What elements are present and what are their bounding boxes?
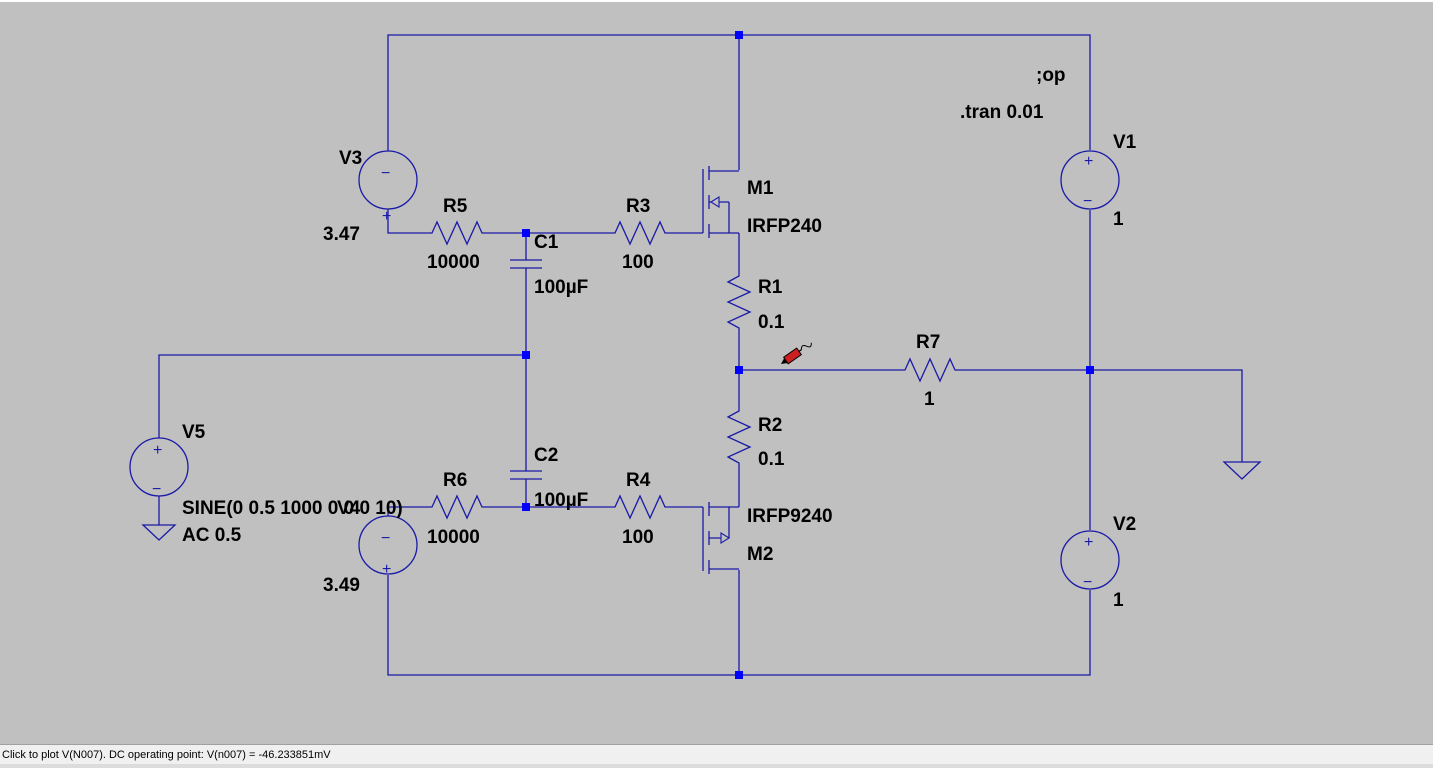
R6-name-label: R6 <box>443 470 467 491</box>
horizontal-scrollbar[interactable] <box>0 764 1433 768</box>
R7-name-label: R7 <box>916 332 940 353</box>
junctions <box>522 31 1094 679</box>
M1-model-label: IRFP240 <box>747 216 822 237</box>
M2-model-label: IRFP9240 <box>747 506 833 527</box>
C1-name-label: C1 <box>534 232 559 253</box>
plus-icon: + <box>382 208 391 225</box>
V3-name-label: V3 <box>339 148 362 169</box>
M1-name-label: M1 <box>747 178 774 199</box>
capacitor-C1[interactable]: C1 100µF <box>510 232 588 298</box>
R5-name-label: R5 <box>443 196 468 217</box>
wires[interactable] <box>158 34 1243 676</box>
plus-icon: + <box>1084 153 1093 170</box>
schematic-drawing[interactable]: R5 10000 R3 100 R6 10000 R4 100 R1 0.1 R… <box>0 0 1433 746</box>
source-V1[interactable]: + − V1 1 <box>1060 132 1137 230</box>
status-message: Click to plot V(N007). DC operating poin… <box>2 749 331 761</box>
R2-value-label: 0.1 <box>758 449 785 470</box>
resistor-R4[interactable]: R4 100 <box>610 470 670 548</box>
R5-value-label: 10000 <box>427 252 480 273</box>
V2-value-label: 1 <box>1113 590 1124 611</box>
R2-name-label: R2 <box>758 415 782 436</box>
tran-directive[interactable]: .tran 0.01 <box>960 102 1044 123</box>
C2-value-label: 100µF <box>534 490 588 511</box>
resistor-R5[interactable]: R5 10000 <box>427 196 487 273</box>
R1-value-label: 0.1 <box>758 312 785 333</box>
resistor-R6[interactable]: R6 10000 <box>427 470 487 548</box>
plus-icon: + <box>382 561 391 578</box>
V4-name-label: V4 <box>337 498 361 519</box>
plus-icon: + <box>153 442 162 459</box>
V2-name-label: V2 <box>1113 514 1136 535</box>
minus-icon: − <box>381 165 390 182</box>
M2-name-label: M2 <box>747 544 773 565</box>
op-directive[interactable]: ;op <box>1036 65 1066 86</box>
minus-icon: − <box>1083 193 1092 210</box>
R4-value-label: 100 <box>622 527 654 548</box>
V5-ac-label: AC 0.5 <box>182 525 242 546</box>
minus-icon: − <box>152 481 161 498</box>
voltage-probe-icon <box>781 342 812 365</box>
source-V5[interactable]: + − V5 SINE(0 0.5 1000 0 0 0 10) AC 0.5 <box>129 422 403 546</box>
minus-icon: − <box>381 530 390 547</box>
mosfet-M1[interactable]: M1 IRFP240 <box>702 166 822 238</box>
R3-name-label: R3 <box>626 196 650 217</box>
V3-value-label: 3.47 <box>323 224 360 245</box>
R7-value-label: 1 <box>924 389 935 410</box>
R1-name-label: R1 <box>758 277 783 298</box>
minus-icon: − <box>1083 574 1092 591</box>
mosfet-M2[interactable]: IRFP9240 M2 <box>702 502 833 574</box>
source-V2[interactable]: + − V2 1 <box>1060 514 1136 611</box>
R3-value-label: 100 <box>622 252 654 273</box>
ground-icon <box>141 524 177 541</box>
V1-name-label: V1 <box>1113 132 1137 153</box>
source-V3[interactable]: − + V3 3.47 <box>323 148 418 245</box>
source-V4[interactable]: − + V4 3.49 <box>323 498 418 596</box>
schematic-canvas[interactable]: R5 10000 R3 100 R6 10000 R4 100 R1 0.1 R… <box>0 0 1433 744</box>
ground-icon <box>1222 461 1262 480</box>
R6-value-label: 10000 <box>427 527 480 548</box>
V5-name-label: V5 <box>182 422 206 443</box>
V5-value-label: SINE(0 0.5 1000 0 0 0 10) <box>182 498 403 519</box>
resistor-R3[interactable]: R3 100 <box>610 196 670 273</box>
C1-value-label: 100µF <box>534 277 588 298</box>
plus-icon: + <box>1084 534 1093 551</box>
capacitor-C2[interactable]: C2 100µF <box>510 445 588 511</box>
V1-value-label: 1 <box>1113 209 1124 230</box>
R4-name-label: R4 <box>626 470 651 491</box>
V4-value-label: 3.49 <box>323 575 360 596</box>
resistor-R7[interactable]: R7 1 <box>900 332 960 410</box>
resistor-R2[interactable]: R2 0.1 <box>726 405 785 470</box>
C2-name-label: C2 <box>534 445 558 466</box>
resistor-R1[interactable]: R1 0.1 <box>726 270 785 335</box>
